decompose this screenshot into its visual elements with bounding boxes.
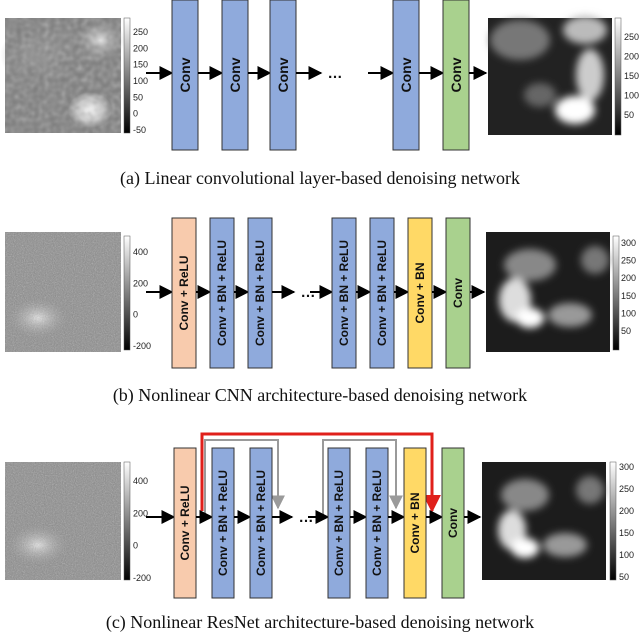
panel-c-block-2-conv-bn-relu: [211, 447, 235, 599]
panel-a-block-5-label: Conv: [448, 57, 464, 92]
panel-b-block-7-conv: [445, 217, 471, 369]
panel-b-input-colorbar-tick: -200: [133, 341, 151, 351]
panel-c-input-colorbar-tick: 0: [133, 541, 138, 551]
panel-c-output-colorbar-tick: 250: [619, 484, 634, 494]
panel-b-block-1-label: Conv + ReLU: [177, 255, 191, 330]
panel-a-block-4-label: Conv: [398, 57, 414, 92]
panel-a-output-image: [488, 16, 612, 135]
panel-c-block-5-conv-bn-relu: [365, 447, 389, 599]
panel-c-block-3-conv-bn-relu: [249, 447, 273, 599]
panel-b-output-colorbar-tick: 200: [621, 273, 636, 283]
panel-a-input-colorbar-tick: 200: [133, 43, 148, 53]
panel-a-output-colorbar-tick: 200: [624, 52, 639, 62]
panel-c-output-colorbar-tick: 300: [619, 462, 634, 472]
panel-a-input-colorbar-tick: 100: [133, 76, 148, 86]
panel-b-input-colorbar: 400 200 0 -200: [123, 235, 151, 351]
panel-a-output-colorbar-tick: 100: [624, 91, 639, 101]
panel-a-block-1-label: Conv: [177, 57, 193, 92]
panel-b-input-colorbar-tick: 400: [133, 247, 148, 257]
panel-c-output-colorbar-tick: 200: [619, 506, 634, 516]
panel-b-block-4-conv-bn-relu: [331, 217, 357, 369]
panel-a-output-colorbar-tick: 50: [624, 110, 634, 120]
panel-b-output-colorbar-tick: 250: [621, 256, 636, 266]
panel-b-block-7-label: Conv: [451, 278, 465, 308]
panel-b-block-6-label: Conv + BN: [413, 262, 427, 323]
panel-c-block-7-conv: [441, 447, 465, 599]
panel-c-input-image: [5, 462, 121, 580]
panel-c-output-image: [482, 462, 606, 580]
panel-c-block-6-label: Conv + BN: [408, 492, 422, 553]
panel-b-input-colorbar-tick: 200: [133, 278, 148, 288]
panel-c-block-3-label: Conv + BN + ReLU: [254, 470, 268, 576]
panel-a-ellipsis: …: [328, 65, 343, 82]
panel-b-output-image: [486, 232, 610, 352]
panel-b-input-colorbar-tick: 0: [133, 310, 138, 320]
panel-b-output-colorbar-tick: 100: [621, 308, 636, 318]
panel-c-block-5-label: Conv + BN + ReLU: [370, 470, 384, 576]
panel-b-block-4-label: Conv + BN + ReLU: [337, 240, 351, 346]
panel-c-caption: (c) Nonlinear ResNet architecture-based …: [106, 612, 534, 633]
panel-a-block-3-conv: [269, 0, 297, 151]
panel-b-block-2-conv-bn-relu: [209, 217, 235, 369]
panel-c-input-colorbar-tick: 400: [133, 476, 148, 486]
panel-a-output-colorbar-tick: 250: [624, 32, 639, 42]
panel-a-block-1-conv: [171, 0, 199, 151]
panel-a-caption: (a) Linear convolutional layer-based den…: [120, 168, 520, 189]
panel-c-block-1-conv-relu: [173, 447, 197, 599]
panel-c-output-colorbar-tick: 100: [619, 550, 634, 560]
panel-c-local-skip-2: [322, 439, 403, 517]
panel-a-block-4-conv: [392, 0, 420, 151]
panel-c-global-skip: [200, 432, 441, 513]
panel-b-block-6-conv-bn: [407, 217, 433, 369]
panel-b-cnn-network: 400 200 0 -200 Conv + ReLU Conv + BN + ReLU C…: [5, 217, 636, 406]
panel-b-block-3-conv-bn-relu: [247, 217, 273, 369]
panel-b-block-2-label: Conv + BN + ReLU: [215, 240, 229, 346]
panel-a-input-image: [0, 18, 125, 133]
panel-c-input-colorbar: 400 200 0 -200: [123, 461, 151, 583]
panel-a-block-2-label: Conv: [227, 57, 243, 92]
panel-b-output-colorbar-tick: 150: [621, 291, 636, 301]
panel-a-input-colorbar-tick: 50: [133, 92, 143, 102]
panel-a-input-colorbar-tick: -50: [133, 125, 146, 135]
panel-b-block-5-label: Conv + BN + ReLU: [375, 240, 389, 346]
panel-b-input-image: [5, 232, 121, 352]
panel-c-output-colorbar: 300 250 200 150 100 50: [609, 461, 634, 582]
panel-c-block-1-label: Conv + ReLU: [178, 485, 192, 560]
panel-c-local-skip-1: [204, 439, 285, 517]
panel-b-block-1-conv-relu: [171, 217, 197, 369]
panel-a-output-colorbar-tick: 150: [624, 71, 639, 81]
panel-a-block-3-label: Conv: [275, 57, 291, 92]
panel-a-input-colorbar-tick: 150: [133, 60, 148, 70]
panel-c-input-colorbar-tick: 200: [133, 508, 148, 518]
panel-c-block-6-conv-bn: [403, 447, 427, 599]
panel-a-input-colorbar: 250 200 150 100 50 0 -50: [123, 17, 148, 135]
panel-c-block-4-label: Conv + BN + ReLU: [332, 470, 346, 576]
panel-c-block-2-label: Conv + BN + ReLU: [216, 470, 230, 576]
panel-a-linear-network: 250 200 150 100 50 0 -50 Conv Conv Conv … Conv Conv…: [0, 0, 639, 189]
panel-b-ellipsis: …: [301, 284, 316, 301]
panel-b-output-colorbar-tick: 300: [621, 238, 636, 248]
panel-b-caption: (b) Nonlinear CNN architecture-based den…: [113, 385, 527, 406]
panel-a-block-2-conv: [221, 0, 249, 151]
panel-c-block-4-conv-bn-relu: [327, 447, 351, 599]
panel-a-block-5-conv: [442, 0, 470, 151]
panel-b-output-colorbar-tick: 50: [621, 326, 631, 336]
panel-c-output-colorbar-tick: 150: [619, 528, 634, 538]
panel-b-block-3-label: Conv + BN + ReLU: [253, 240, 267, 346]
panel-a-input-colorbar-tick: 0: [133, 109, 138, 119]
panel-a-input-colorbar-tick: 250: [133, 27, 148, 37]
panel-c-resnet-network: 400 200 0 -200 Conv + ReLU Conv + BN + ReLU C…: [5, 432, 634, 633]
panel-b-output-colorbar: 300 250 200 150 100 50: [612, 235, 636, 351]
panel-c-ellipsis: …: [299, 509, 314, 526]
panel-c-block-7-label: Conv: [446, 508, 460, 538]
panel-a-output-colorbar: 250 200 150 100 50: [614, 17, 639, 136]
panel-c-output-colorbar-tick: 50: [619, 572, 629, 582]
panel-c-input-colorbar-tick: -200: [133, 573, 151, 583]
